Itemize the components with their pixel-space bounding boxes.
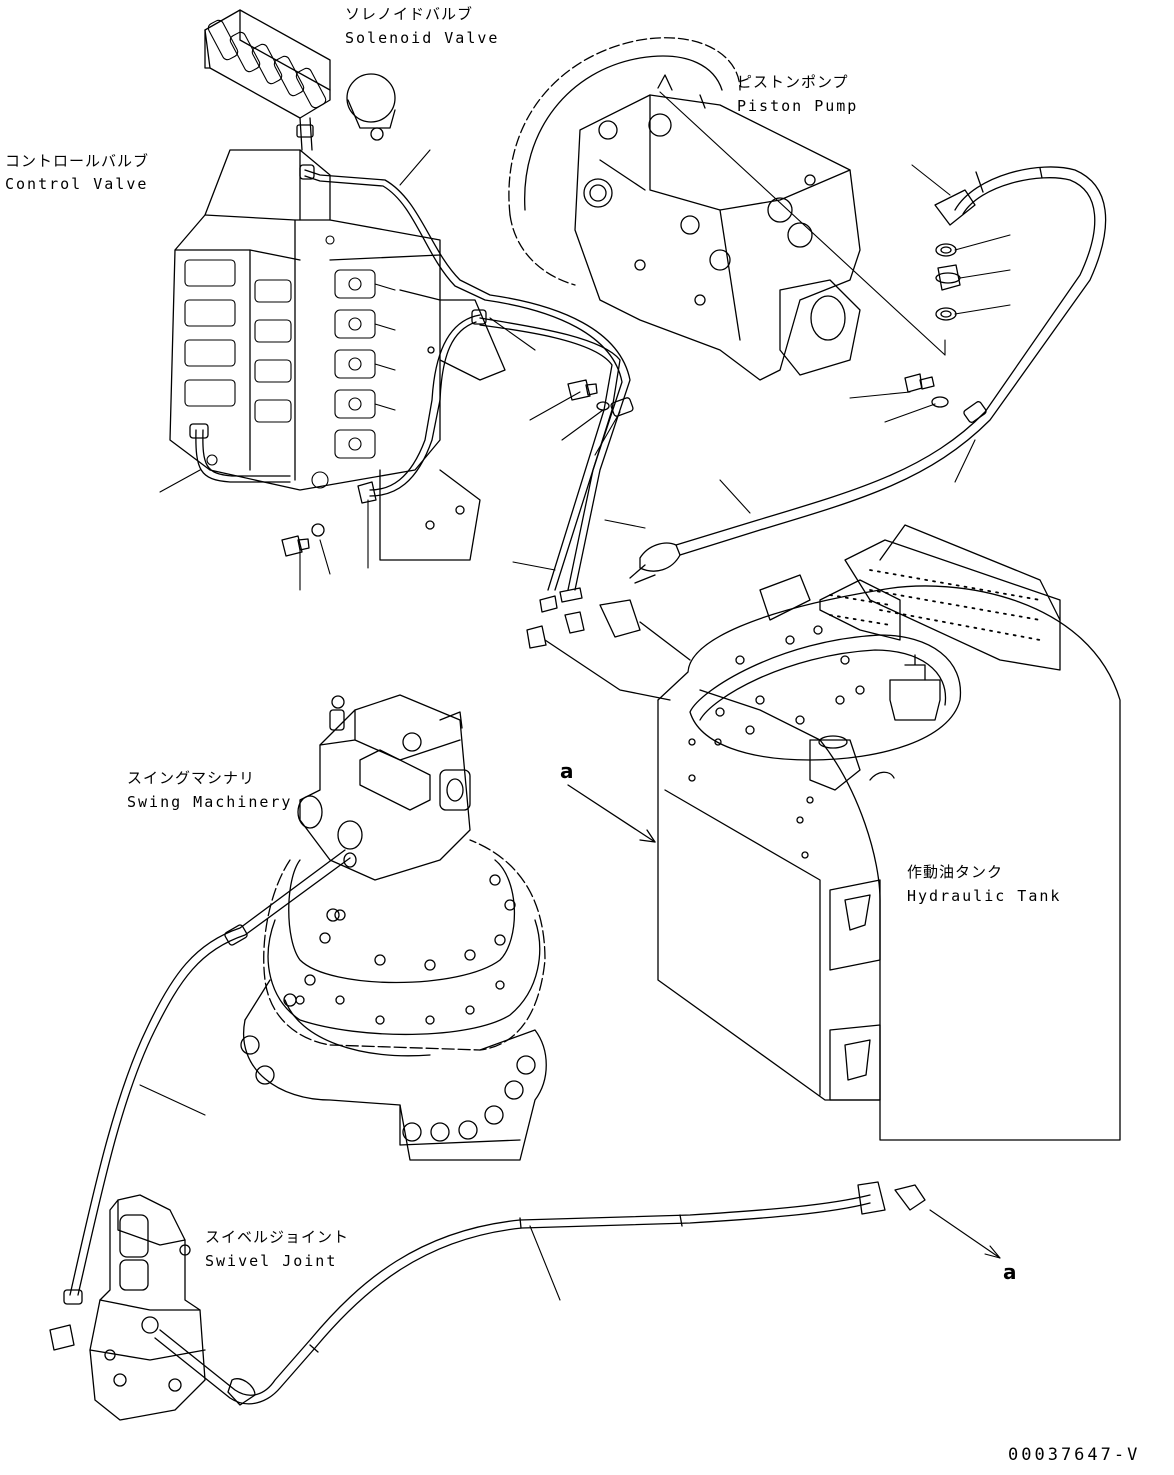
control-valve-drain-hose — [190, 424, 290, 482]
swing-machinery-label-ja: スイングマシナリ — [127, 769, 256, 787]
piston-pump-drawing — [509, 38, 860, 380]
leader-lines-upper — [160, 92, 1010, 590]
view-arrow-a-upper — [568, 785, 655, 842]
swivel-joint-label-ja: スイベルジョイント — [205, 1228, 350, 1246]
swing-machinery-drawing — [241, 695, 546, 1160]
pilot-line-tubes — [300, 165, 690, 700]
swivel-joint-label-en: Swivel Joint — [205, 1252, 338, 1270]
swing-drain-hose — [50, 850, 350, 1350]
swivel-joint-drawing — [90, 1195, 205, 1420]
piston-pump-label-en: Piston Pump — [737, 97, 859, 115]
control-valve-drawing — [170, 150, 505, 560]
drawing-number: 00037647-V — [1008, 1445, 1141, 1465]
solenoid-valve-drawing — [205, 10, 395, 150]
swing-machinery-label-en: Swing Machinery — [127, 793, 293, 811]
pump-suction-hose — [630, 167, 1106, 583]
view-ref-a-lower: a — [1003, 1260, 1017, 1284]
hydraulic-tank-drawing — [658, 525, 1120, 1140]
hydraulic-tank-label-ja: 作動油タンク — [907, 863, 1004, 881]
solenoid-valve-label-ja: ソレノイドバルブ — [345, 5, 474, 23]
bolts-and-washers — [282, 380, 609, 556]
solenoid-valve-label-en: Solenoid Valve — [345, 29, 500, 47]
view-ref-a-upper: a — [560, 759, 574, 783]
hydraulic-tank-label-en: Hydraulic Tank — [907, 887, 1062, 905]
leader-lines-lower — [140, 1085, 1000, 1300]
control-valve-label-en: Control Valve — [5, 175, 149, 193]
control-valve-label-ja: コントロールバルブ — [5, 152, 150, 170]
piston-pump-label-ja: ピストンポンプ — [737, 73, 849, 91]
swivel-return-hose — [155, 1182, 925, 1405]
